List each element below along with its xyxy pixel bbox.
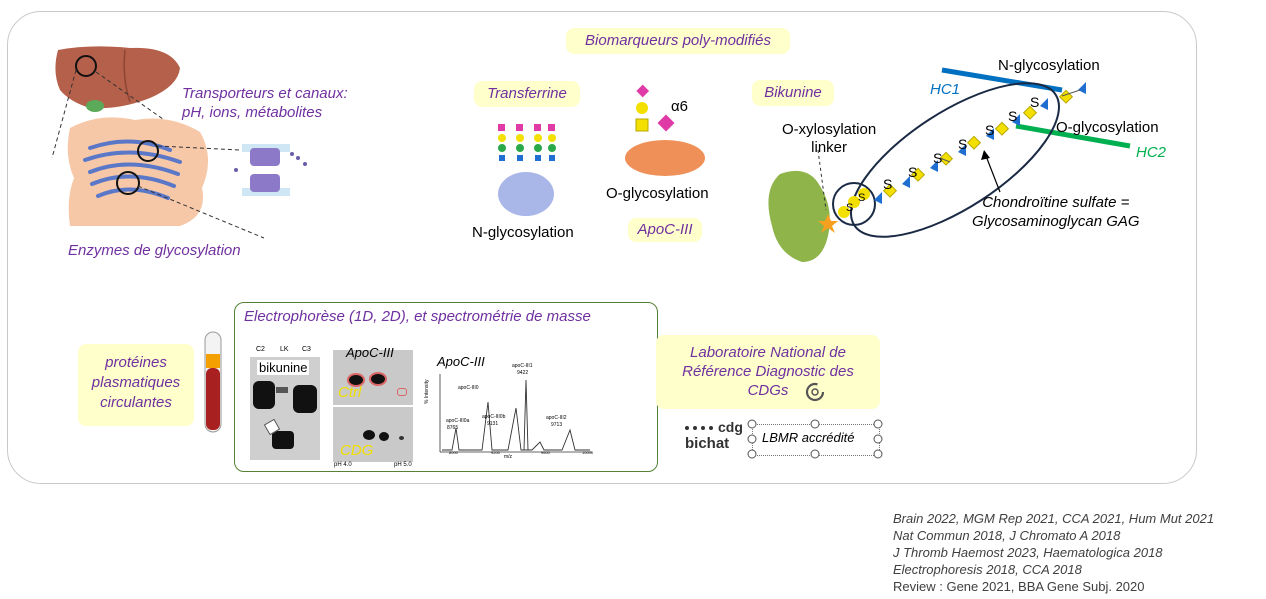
- apoc3-caption: O-glycosylation: [606, 185, 709, 202]
- mass-spectrum: [439, 374, 592, 453]
- sulfate-label: S: [985, 122, 995, 138]
- ms-tick: 9200: [491, 450, 500, 455]
- bikunin-box: Bikunine: [752, 80, 834, 106]
- ms-xaxis: m/z: [504, 454, 513, 460]
- protein-blob-icon: [498, 172, 554, 216]
- bikunin-illustration: [768, 67, 1131, 262]
- ms-peak-value: 9131: [487, 421, 499, 427]
- sulfate-label: S: [933, 150, 943, 166]
- references: Brain 2022, MGM Rep 2021, CCA 2021, Hum …: [893, 510, 1214, 595]
- lbmr-label: LBMR accrédité: [762, 430, 855, 445]
- logo-top: cdg: [718, 419, 743, 435]
- ms-tick: 10000: [582, 450, 594, 455]
- hc2-bar: [1015, 123, 1131, 149]
- ms-peak-value: 8765: [447, 425, 459, 431]
- hc1-label: HC1: [930, 81, 961, 98]
- lab-line-2: Référence Diagnostic des: [682, 363, 854, 380]
- logo-bottom: bichat: [685, 435, 730, 452]
- ms-tick: 9600: [541, 450, 550, 455]
- blood-tube-icon: [204, 331, 222, 433]
- cell-illustration: [51, 46, 307, 239]
- gel2-title: ApoC-III: [346, 345, 394, 360]
- transferrin-label: Transferrine: [487, 85, 567, 102]
- sulfate-label: S: [1030, 94, 1040, 110]
- transport-sublabel: pH, ions, métabolites: [182, 104, 323, 121]
- electrophoresis-title: Electrophorèse (1D, 2D), et spectrométri…: [244, 308, 591, 325]
- apoc3-blob-icon: [625, 140, 705, 176]
- logo-dots-icon: [685, 426, 713, 430]
- plasma-line-1: protéines: [105, 354, 167, 371]
- hc1-bar: [941, 67, 1063, 93]
- hc2-label: HC2: [1136, 144, 1167, 161]
- oglyc-label: O-glycosylation: [1056, 119, 1159, 136]
- reference-line: Review : Gene 2021, BBA Gene Subj. 2020: [893, 579, 1145, 594]
- ms-peak-label: apoC-III1: [512, 363, 533, 369]
- alpha6-label: α6: [671, 98, 689, 115]
- plasma-line-3: circulantes: [100, 394, 172, 411]
- enzymes-label: Enzymes de glycosylation: [68, 242, 241, 259]
- bikunin-label: Bikunine: [764, 84, 822, 101]
- ms-peak-value: 9713: [551, 422, 563, 428]
- transport-label: Transporteurs et canaux:: [182, 85, 348, 102]
- gag-label-1: Chondroïtine sulfate =: [982, 194, 1130, 211]
- sulfate-label: S: [858, 192, 866, 204]
- ctrl-label: Ctrl: [338, 384, 362, 401]
- liver-icon: [55, 46, 180, 109]
- sulfate-label: S: [958, 136, 968, 152]
- transferrin-box: Transferrine: [474, 81, 580, 107]
- selection-handles: [747, 419, 883, 459]
- transferrin-caption: N-glycosylation: [472, 224, 574, 241]
- refresh-icon: [805, 382, 825, 402]
- ms-peak-label: apoC-III2: [546, 415, 567, 421]
- reference-line: Brain 2022, MGM Rep 2021, CCA 2021, Hum …: [893, 511, 1215, 526]
- gel-lane-c2: C2: [256, 346, 265, 353]
- reference-line: Electrophoresis 2018, CCA 2018: [893, 562, 1082, 577]
- ms-title: ApoC-III: [437, 354, 485, 369]
- linker-circle: [832, 182, 876, 226]
- ms-yaxis: % Intensity: [424, 379, 430, 404]
- gel-2d-image: [333, 350, 413, 462]
- ms-tick: 8000: [449, 450, 458, 455]
- apoc3-box: ApoC-III: [628, 218, 702, 242]
- gel-lane-lk: LK: [280, 346, 289, 353]
- spectrum-line: [442, 401, 590, 451]
- title-box: Biomarqueurs poly-modifiés: [566, 28, 790, 54]
- ph-low-label: pH 4.0: [334, 462, 352, 468]
- reference-line: J Thromb Haemost 2023, Haematologica 201…: [893, 545, 1163, 560]
- nglyc-label: N-glycosylation: [998, 57, 1100, 74]
- sulfate-label: S: [908, 164, 918, 180]
- transferrin-illustration: [498, 124, 556, 216]
- channel-icon: [250, 148, 280, 166]
- page-title: Biomarqueurs poly-modifiés: [585, 32, 771, 49]
- gel-lane-c3: C3: [302, 346, 311, 353]
- plasma-line-2: plasmatiques: [91, 374, 181, 391]
- apoc3-illustration: [625, 84, 705, 176]
- ph-high-label: pH 5.0: [394, 462, 412, 468]
- ms-peak-label: apoC-III0a: [446, 418, 470, 424]
- gel-bikunin-label: bikunine: [257, 360, 310, 375]
- bikunin-protein-icon: [768, 170, 830, 262]
- linker-label-2: linker: [811, 139, 848, 156]
- ms-peak-label: apoC-III0: [458, 385, 479, 391]
- zoom-circle-icon: [75, 55, 97, 77]
- lab-line-1: Laboratoire National de: [690, 344, 846, 361]
- lab-line-3: CDGs: [747, 382, 789, 399]
- cdg-label: CDG: [340, 442, 374, 459]
- ms-peak-value: 9422: [517, 370, 529, 376]
- star-icon: [818, 214, 838, 233]
- sulfate-label: S: [1008, 108, 1018, 124]
- gag-label-2: Glycosaminoglycan GAG: [972, 213, 1140, 230]
- plasma-box: protéines plasmatiques circulantes: [78, 344, 194, 426]
- apoc3-label: ApoC-III: [637, 221, 693, 238]
- ms-peak-label: apoC-III0b: [482, 414, 506, 420]
- linker-label-1: O-xylosylation: [782, 121, 877, 138]
- lab-box: Laboratoire National de Référence Diagno…: [656, 335, 880, 409]
- sulfate-label: S: [883, 176, 893, 192]
- sulfate-label: S: [846, 202, 854, 214]
- reference-line: Nat Commun 2018, J Chromato A 2018: [893, 528, 1121, 543]
